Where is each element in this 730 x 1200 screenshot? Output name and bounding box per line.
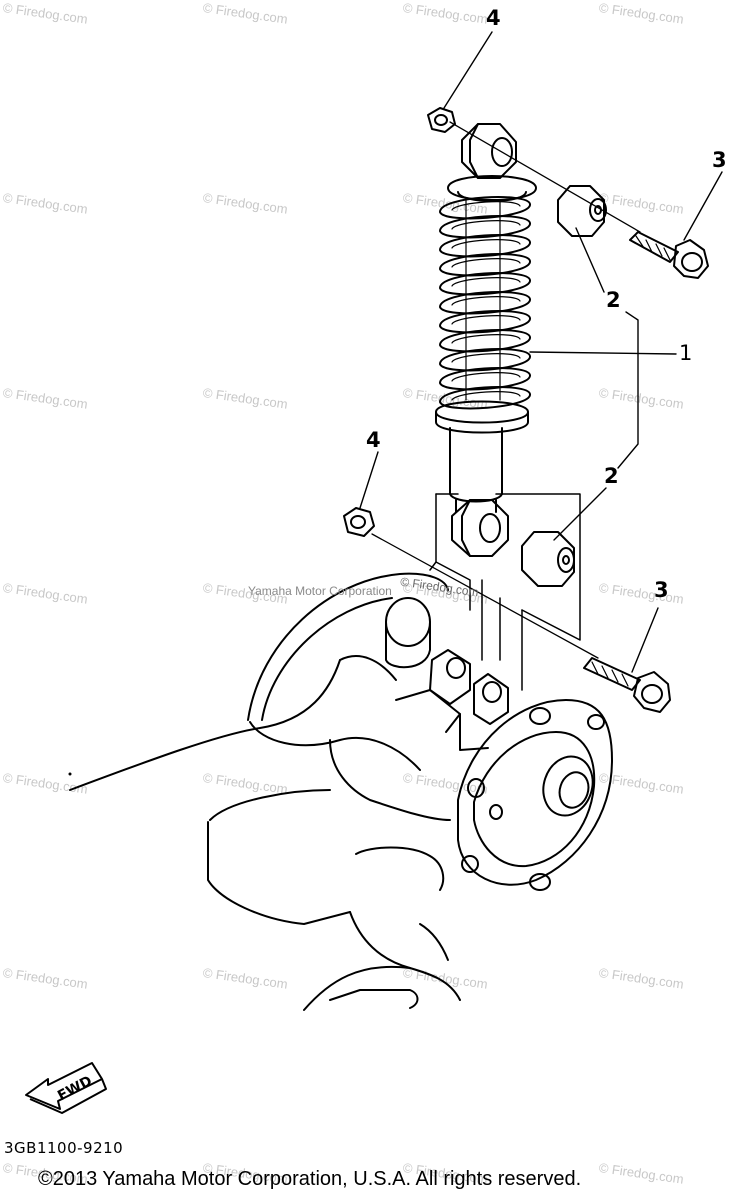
spring-coil bbox=[439, 348, 531, 372]
fwd-arrow-icon: FWD bbox=[25, 1062, 107, 1114]
lower-bushing bbox=[521, 531, 575, 587]
speck bbox=[68, 772, 72, 776]
callout-bolt-lower: 3 bbox=[654, 578, 669, 602]
spring-coil-inner bbox=[451, 315, 521, 325]
spring-coil bbox=[439, 386, 531, 410]
spring-coil bbox=[439, 234, 531, 258]
spring-coil-inner bbox=[451, 201, 521, 211]
spring-coils bbox=[439, 196, 531, 410]
spring-coil bbox=[439, 215, 531, 239]
copyright-text: ©2013 Yamaha Motor Corporation, U.S.A. A… bbox=[38, 1168, 582, 1190]
callout-nut-upper: 4 bbox=[486, 6, 501, 30]
spring-coil bbox=[439, 291, 531, 315]
upper-bushing bbox=[557, 185, 607, 237]
part-code: 3GB1100-9210 bbox=[4, 1139, 124, 1157]
spring-coil-inner bbox=[451, 334, 521, 344]
axle-housing bbox=[69, 572, 613, 1011]
lower-bolt bbox=[583, 657, 671, 713]
lower-axis-line bbox=[371, 533, 599, 659]
spring-coil-inner bbox=[451, 239, 521, 249]
shock-body bbox=[435, 400, 529, 513]
spring-coil-inner bbox=[451, 296, 521, 306]
lower-nut bbox=[343, 507, 375, 537]
coil-spring bbox=[447, 175, 537, 202]
spring-coil-inner bbox=[451, 372, 521, 382]
spring-coil-inner bbox=[451, 220, 521, 230]
spring-coil bbox=[439, 367, 531, 391]
callout-damper: 1 bbox=[679, 341, 693, 365]
spring-coil bbox=[439, 253, 531, 277]
callout-bushing-lower: 2 bbox=[604, 464, 619, 488]
spring-coil bbox=[439, 196, 531, 220]
leader-lines bbox=[359, 31, 723, 673]
upper-axis-line bbox=[449, 121, 641, 233]
exploded-bracket-outline bbox=[429, 493, 581, 691]
callout-bushing-upper: 2 bbox=[606, 288, 621, 312]
callout-bolt-upper: 3 bbox=[712, 148, 727, 172]
damper-rod bbox=[465, 199, 501, 401]
spring-coil bbox=[439, 272, 531, 296]
center-watermark: Yamaha Motor Corporation bbox=[248, 584, 392, 598]
spring-coil bbox=[439, 329, 531, 353]
spring-coil-inner bbox=[451, 391, 521, 401]
spring-coil bbox=[439, 310, 531, 334]
upper-bolt bbox=[629, 231, 709, 279]
upper-nut bbox=[427, 107, 456, 133]
lower-eye bbox=[451, 499, 509, 557]
spring-coil-inner bbox=[451, 353, 521, 363]
upper-eye bbox=[461, 123, 517, 179]
callout-nut-lower: 4 bbox=[366, 428, 381, 452]
spring-coil-inner bbox=[451, 277, 521, 287]
spring-coil-inner bbox=[451, 258, 521, 268]
